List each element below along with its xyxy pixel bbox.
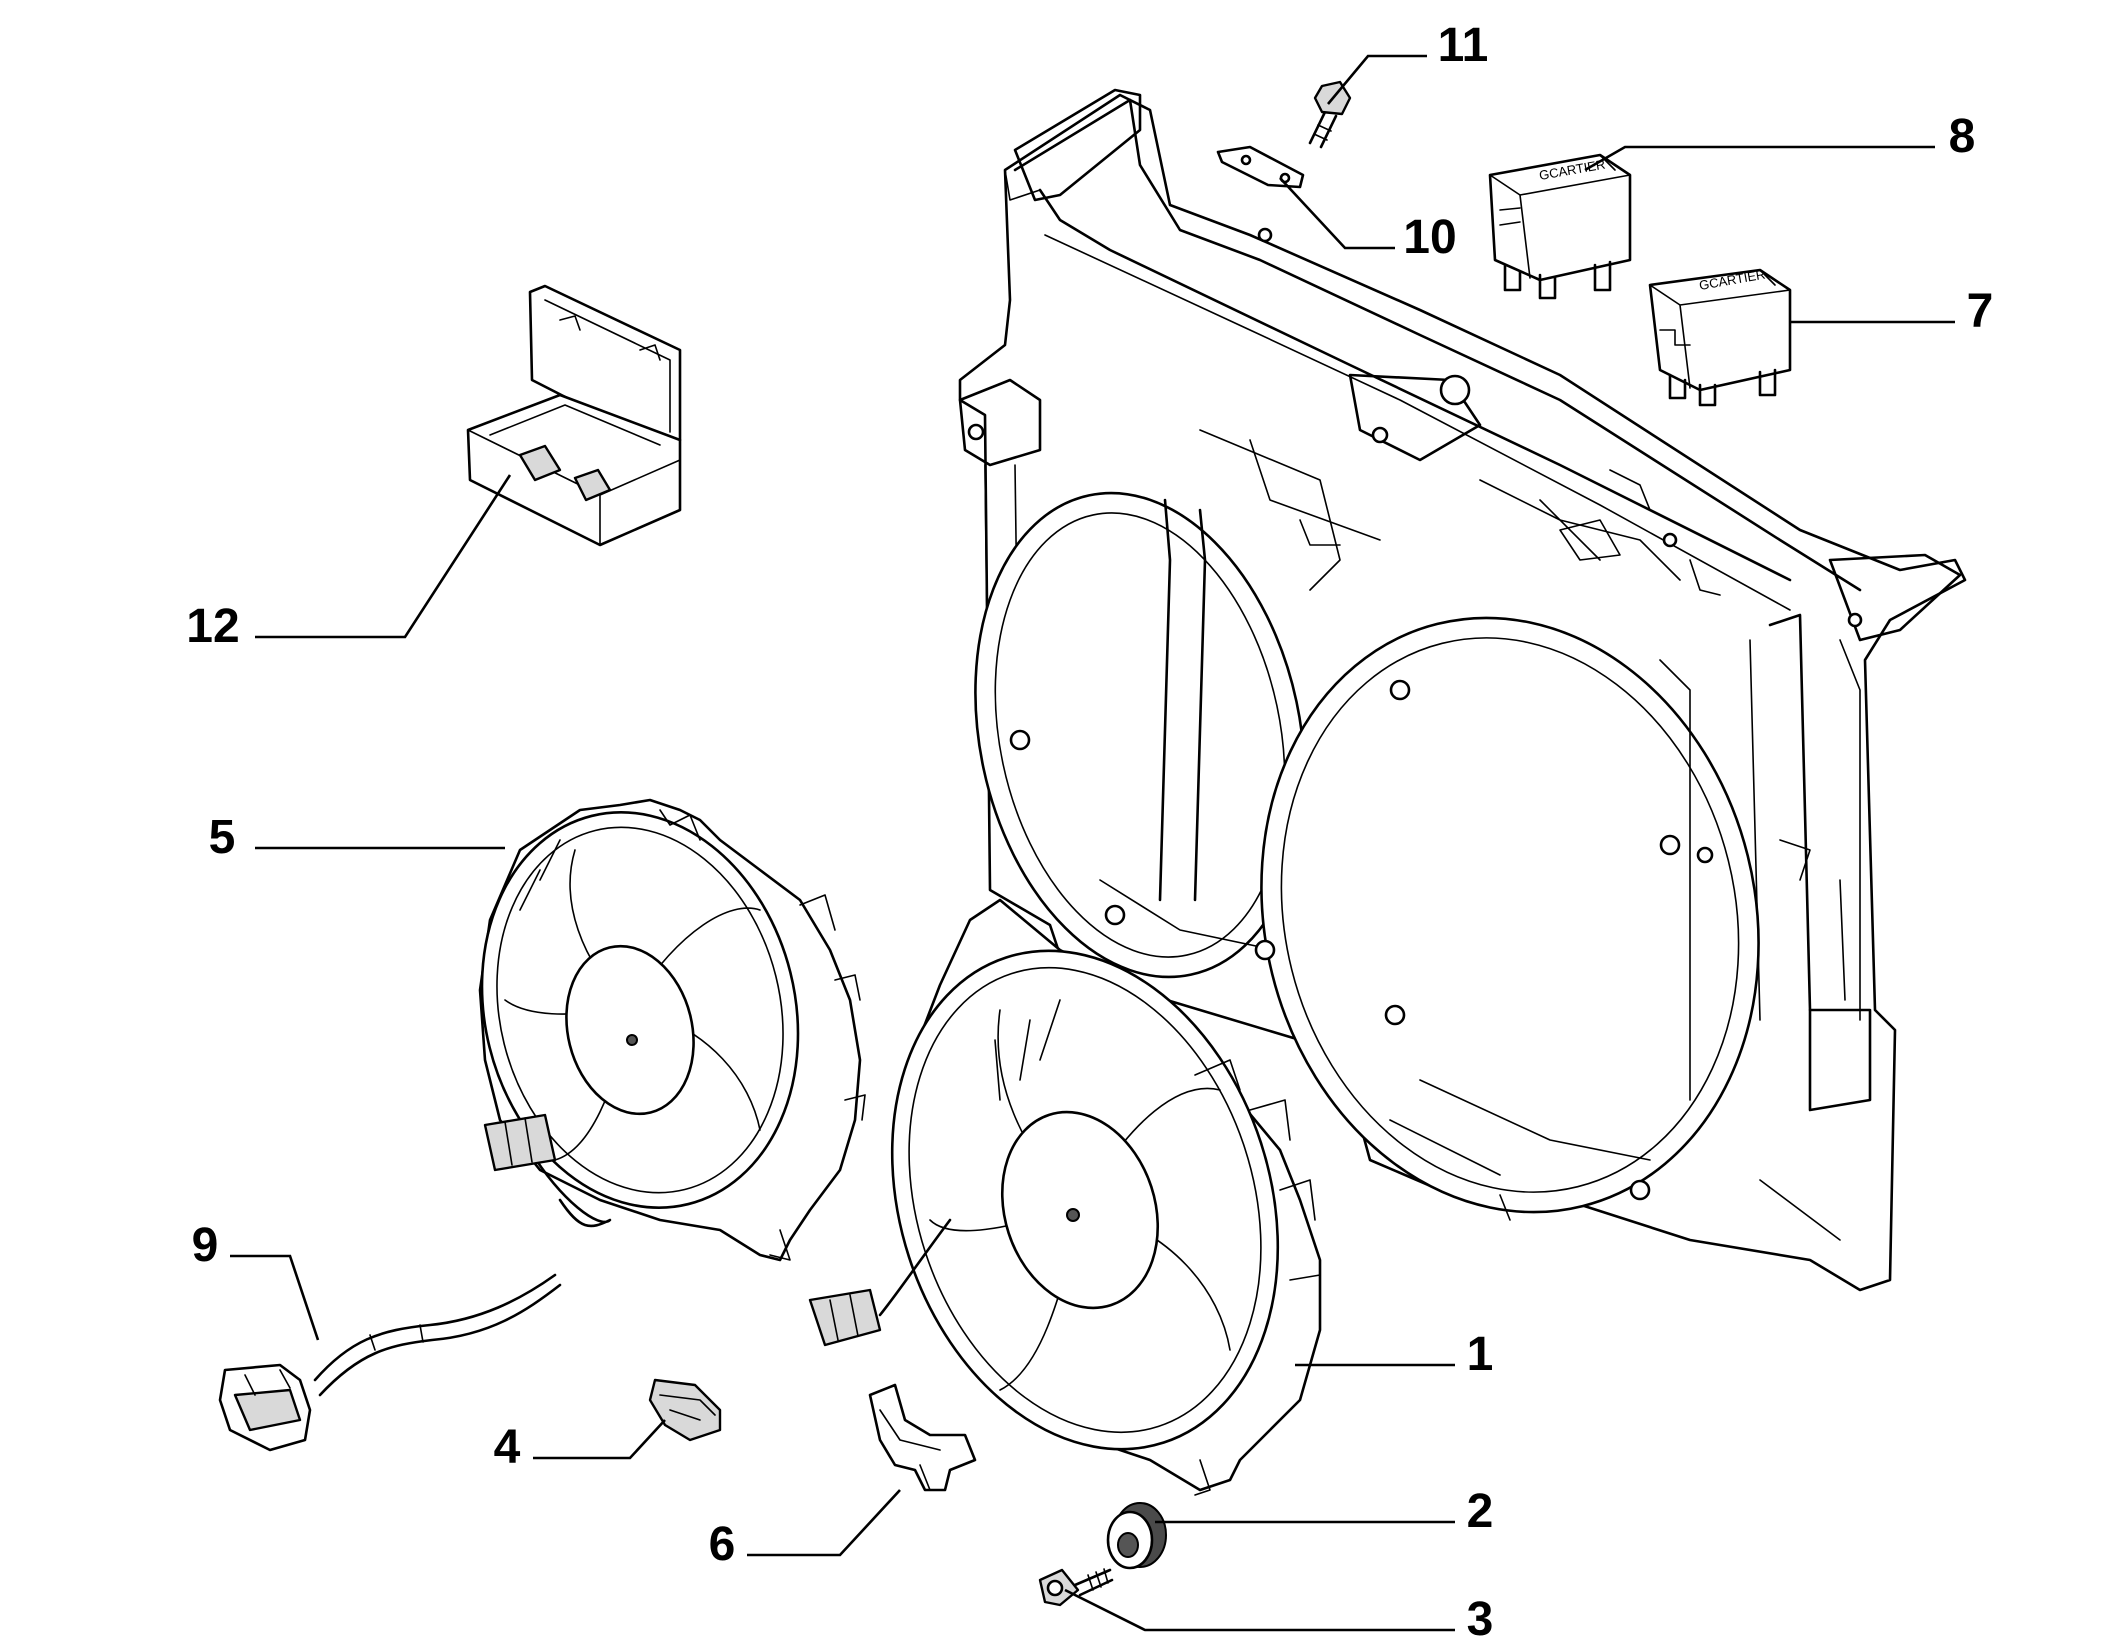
part-number-5: 5 — [209, 811, 236, 864]
radiator-fan-right-icon — [808, 898, 1322, 1496]
wiring-harness-icon — [218, 1273, 562, 1452]
leader-line-4 — [533, 1419, 666, 1460]
part-number-10: 10 — [1403, 211, 1456, 264]
part-number-3: 3 — [1467, 1593, 1494, 1646]
leader-line-11 — [1327, 54, 1427, 105]
fan-shroud-frame — [958, 88, 1967, 1292]
leader-lines — [230, 54, 1955, 1632]
fuse-box-icon — [466, 284, 682, 547]
wiring-bracket-icon — [868, 1383, 977, 1492]
part-number-8: 8 — [1949, 110, 1976, 163]
part-number-6: 6 — [709, 1518, 736, 1571]
radiator-fan-left-icon — [478, 798, 866, 1262]
part-number-4: 4 — [494, 1421, 521, 1474]
leader-line-3 — [1064, 1588, 1455, 1632]
part-number-9: 9 — [192, 1219, 219, 1272]
leader-line-9 — [230, 1254, 320, 1341]
part-number-12: 12 — [186, 600, 239, 653]
relay-icon: GCARTIER — [1648, 267, 1792, 407]
leader-line-8 — [1584, 145, 1935, 172]
rubber-bushing-icon — [1106, 1502, 1167, 1570]
part-number-7: 7 — [1967, 285, 1994, 338]
part-number-11: 11 — [1438, 19, 1489, 72]
screw-icon — [1308, 80, 1352, 149]
part-number-1: 1 — [1467, 1328, 1494, 1381]
mounting-plate-icon — [1216, 145, 1305, 189]
part-numbers: 1 2 3 4 5 6 7 8 9 10 11 12 — [186, 19, 1993, 1646]
relay-icon: GCARTIER — [1488, 153, 1632, 300]
bolt-icon — [1038, 1568, 1114, 1607]
leader-line-12 — [255, 474, 512, 639]
leader-line-10 — [1279, 177, 1395, 250]
leader-line-6 — [747, 1489, 901, 1557]
part-number-2: 2 — [1467, 1485, 1494, 1538]
connector-clip-icon — [648, 1378, 722, 1442]
